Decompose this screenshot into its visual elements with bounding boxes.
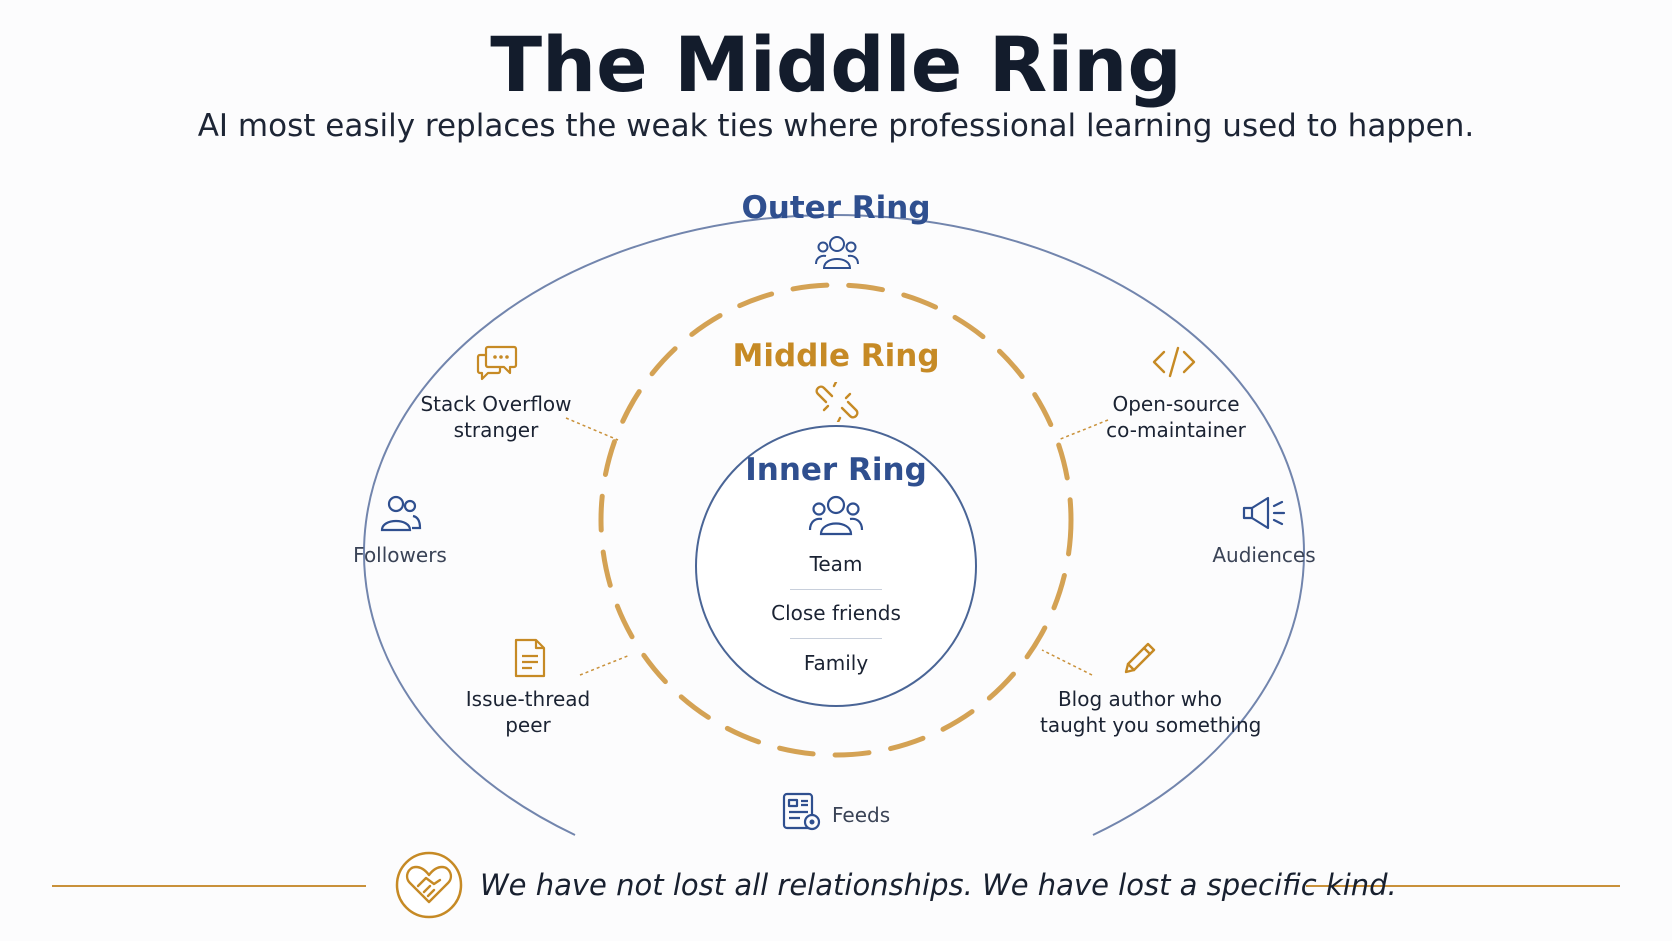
inner-ring-shape	[695, 425, 977, 707]
middle-ring-title: Middle Ring	[732, 338, 940, 374]
blog-author-line1: Blog author who	[1057, 687, 1223, 711]
outer-member-feeds: Feeds	[832, 803, 891, 827]
inner-ring-title: Inner Ring	[745, 452, 927, 488]
blog-author-line2: taught you something	[1040, 713, 1262, 737]
issue-thread-line1: Issue-thread	[465, 687, 591, 711]
people-group-icon	[815, 236, 859, 269]
issue-thread-line2: peer	[505, 713, 551, 737]
connector-blog-author	[1041, 649, 1093, 676]
open-source-line1: Open-source	[1112, 392, 1240, 416]
inner-divider-2	[790, 638, 882, 639]
connector-issue-thread	[579, 654, 631, 676]
broken-link-icon	[815, 382, 859, 422]
footer-rule-left	[52, 885, 366, 887]
chat-bubbles-icon	[476, 345, 518, 381]
code-icon	[1152, 346, 1196, 378]
stack-overflow-line2: stranger	[453, 418, 539, 442]
outer-ring-shape	[363, 213, 1305, 836]
connector-open-source	[1057, 419, 1109, 441]
middle-member-issue-thread: Issue-thread peer	[428, 686, 628, 738]
people-group-icon	[808, 495, 864, 536]
megaphone-icon	[1242, 496, 1286, 530]
outer-member-followers: Followers	[353, 543, 447, 567]
inner-member-family: Family	[803, 651, 869, 675]
middle-member-open-source: Open-source co-maintainer	[1076, 391, 1276, 443]
page-subtitle: AI most easily replaces the weak ties wh…	[197, 108, 1475, 144]
document-icon	[514, 638, 546, 678]
footer-rule-right	[1306, 885, 1620, 887]
pencil-icon	[1124, 642, 1156, 674]
outer-ring-title: Outer Ring	[741, 190, 931, 226]
page-title: The Middle Ring	[490, 20, 1182, 109]
middle-member-blog-author: Blog author who taught you something	[1040, 686, 1262, 738]
inner-member-close-friends: Close friends	[771, 601, 901, 625]
inner-divider-1	[790, 589, 882, 590]
feed-icon	[782, 792, 821, 831]
stack-overflow-line1: Stack Overflow	[420, 392, 572, 416]
footer-text: We have not lost all relationships. We h…	[480, 868, 1397, 902]
open-source-line2: co-maintainer	[1106, 418, 1246, 442]
outer-member-audiences: Audiences	[1212, 543, 1316, 567]
middle-member-stack-overflow: Stack Overflow stranger	[396, 391, 596, 443]
heart-handshake-icon	[395, 851, 463, 919]
inner-member-team: Team	[809, 552, 863, 576]
middle-ring-shape	[598, 282, 1074, 758]
people-icon	[380, 495, 422, 532]
